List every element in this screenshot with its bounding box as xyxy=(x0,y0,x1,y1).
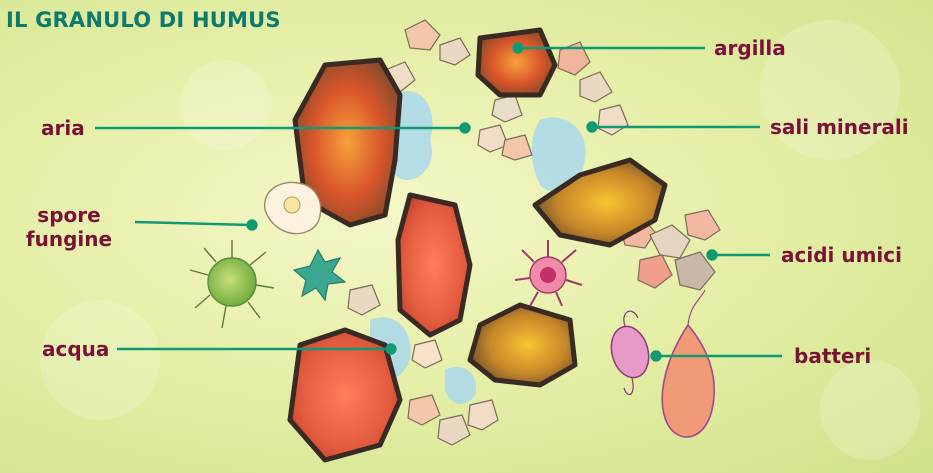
pebble xyxy=(412,340,442,368)
label-spore-line1: spore xyxy=(14,203,124,227)
bacteria xyxy=(606,290,714,437)
pebble xyxy=(638,255,672,288)
pebble xyxy=(468,400,498,430)
clay-grain xyxy=(470,305,575,385)
label-acidi-umici: acidi umici xyxy=(781,243,902,267)
pebble xyxy=(438,415,470,445)
pebble xyxy=(408,395,440,425)
pebble xyxy=(405,20,440,50)
spore-core xyxy=(284,197,300,213)
label-spore-line2: fungine xyxy=(14,227,124,251)
pebble xyxy=(580,72,612,102)
water-patch xyxy=(445,367,476,404)
clay-grain xyxy=(478,30,555,95)
pebble xyxy=(650,225,690,258)
clay-grain xyxy=(398,195,470,335)
green-spore-body xyxy=(208,258,256,306)
bacterium xyxy=(606,322,654,382)
leader-spore xyxy=(135,222,252,225)
pebble xyxy=(492,95,522,122)
green-spore xyxy=(190,240,274,328)
pebble xyxy=(685,210,720,240)
label-batteri: batteri xyxy=(794,344,871,368)
pebble xyxy=(348,285,380,315)
label-argilla: argilla xyxy=(714,36,786,60)
pebble xyxy=(598,105,628,135)
pink-microorganism xyxy=(515,240,582,306)
teal-spore xyxy=(294,250,345,300)
label-sali-minerali: sali minerali xyxy=(770,115,909,139)
fungal-spore xyxy=(265,182,321,233)
label-aria: aria xyxy=(41,116,85,140)
label-acqua: acqua xyxy=(42,337,109,361)
label-spore-fungine: spore fungine xyxy=(14,203,124,251)
pebble xyxy=(502,135,532,160)
bacterium xyxy=(662,325,714,437)
pebble xyxy=(440,38,470,65)
